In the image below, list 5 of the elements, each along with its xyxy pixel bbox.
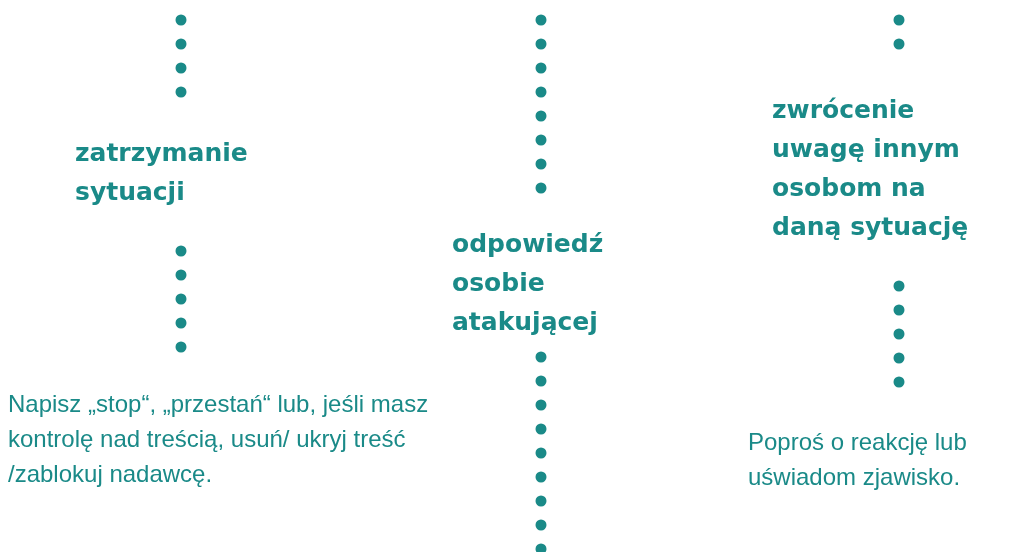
step-description: Napisz „stop“, „przestań“ lub, jeśli masz kontrolę nad treścią, usuń/ ukryj treść /zablokuj nadawcę. bbox=[8, 386, 433, 491]
step-heading: zwrócenie uwagę innym osobom na daną sytuację bbox=[772, 90, 987, 246]
step-heading: zatrzymanie sytuacji bbox=[75, 133, 315, 211]
step-heading: odpowiedź osobie atakującej bbox=[452, 224, 672, 341]
step-description: Poproś o reakcję lub uświadom zjawisko. bbox=[748, 424, 1010, 494]
